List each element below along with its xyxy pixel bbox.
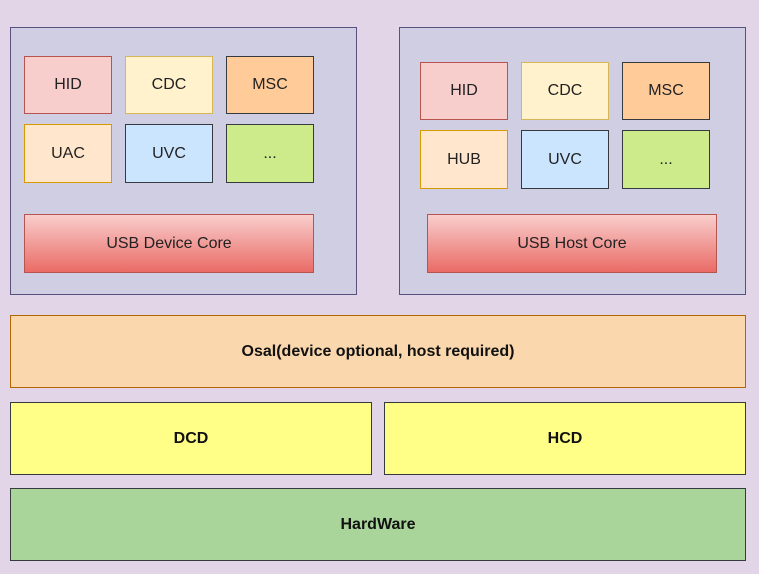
dcd-layer: DCD	[10, 402, 372, 475]
osal-layer: Osal(device optional, host required)	[10, 315, 746, 388]
hcd-layer: HCD	[384, 402, 746, 475]
host-module-more: ...	[622, 130, 710, 189]
device-module-uvc: UVC	[125, 124, 213, 183]
device-module-cdc: CDC	[125, 56, 213, 114]
host-module-hub: HUB	[420, 130, 508, 189]
device-module-more: ...	[226, 124, 314, 183]
hardware-layer: HardWare	[10, 488, 746, 561]
usb-host-core: USB Host Core	[427, 214, 717, 273]
device-module-msc: MSC	[226, 56, 314, 114]
usb-device-core: USB Device Core	[24, 214, 314, 273]
host-module-hid: HID	[420, 62, 508, 120]
device-module-hid: HID	[24, 56, 112, 114]
host-module-uvc: UVC	[521, 130, 609, 189]
device-module-uac: UAC	[24, 124, 112, 183]
host-module-cdc: CDC	[521, 62, 609, 120]
host-module-msc: MSC	[622, 62, 710, 120]
